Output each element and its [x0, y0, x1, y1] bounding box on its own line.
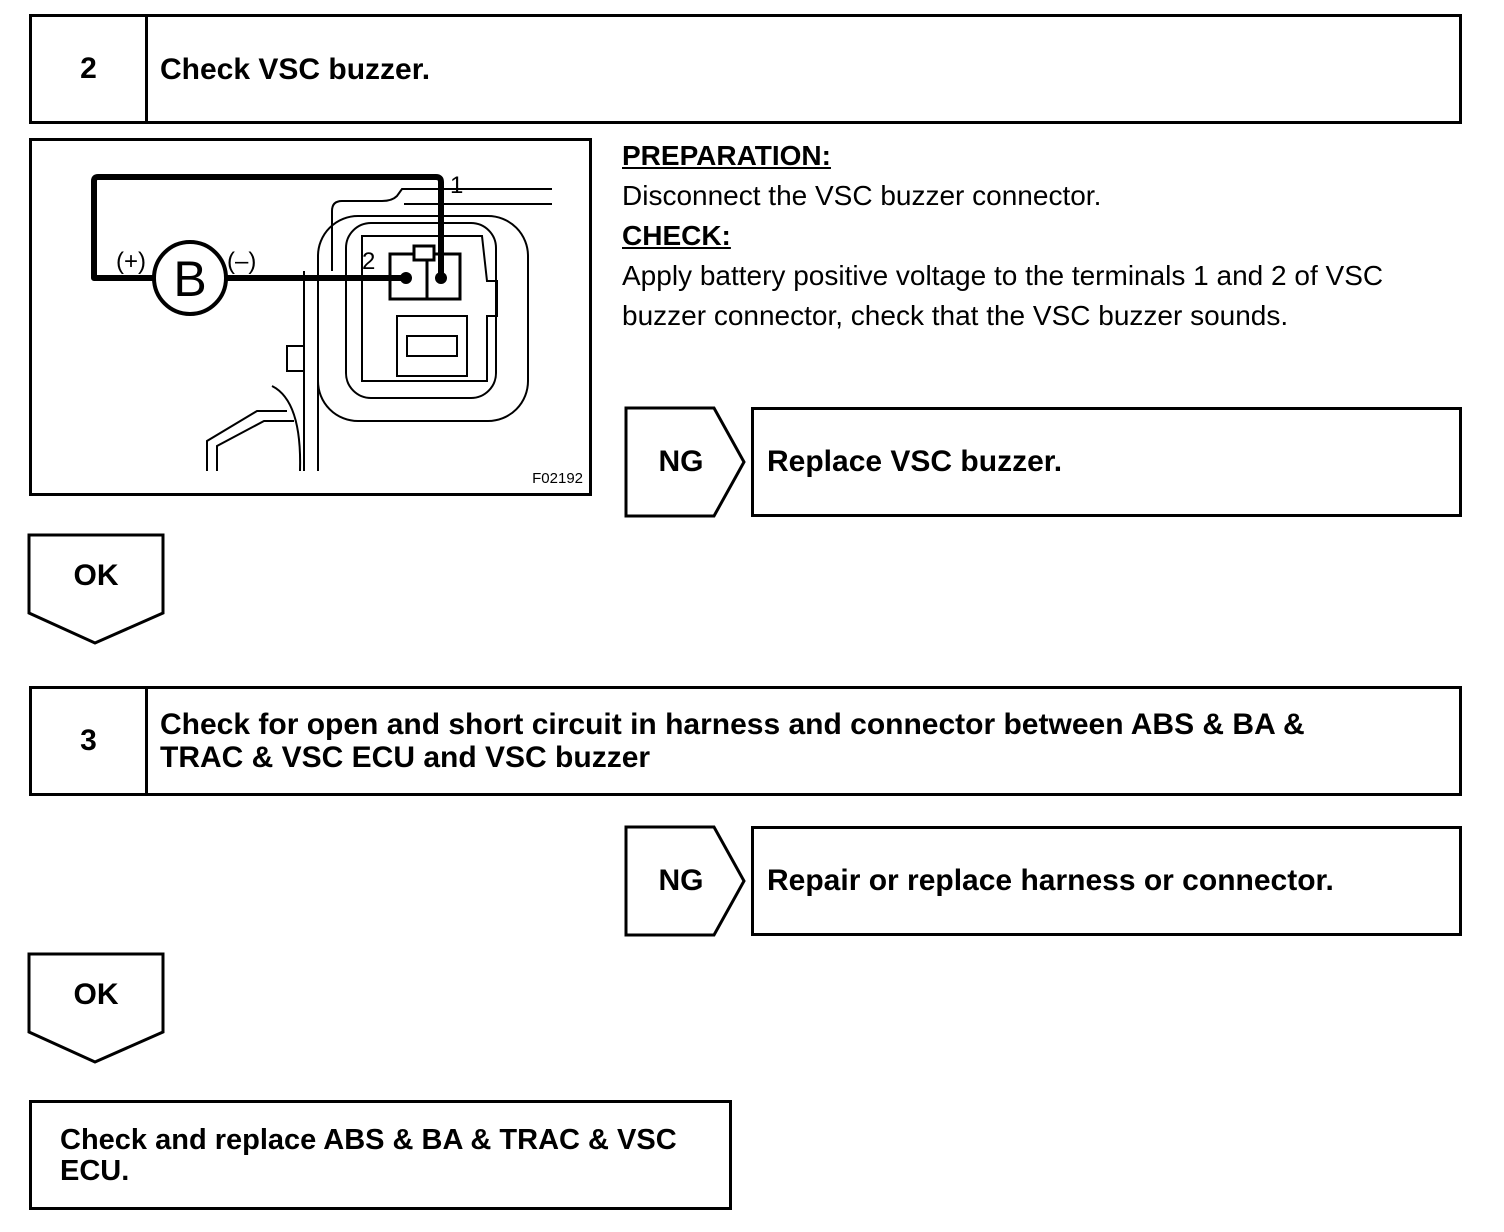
battery-label: B	[173, 251, 206, 307]
ng-action-1: Replace VSC buzzer.	[751, 407, 1462, 517]
ok-label-2: OK	[73, 978, 119, 1011]
step-title: Check for open and short circuit in harn…	[148, 689, 1459, 793]
step-title-line2: TRAC & VSC ECU and VSC buzzer	[160, 741, 651, 774]
step-title: Check VSC buzzer.	[160, 52, 431, 86]
step-2-header: 2 Check VSC buzzer.	[29, 14, 1462, 124]
check-text-line2: buzzer connector, check that the VSC buz…	[622, 300, 1289, 331]
plus-label: (+)	[116, 248, 146, 275]
terminal-1-label: 1	[450, 172, 463, 199]
preparation-heading: PREPARATION:	[622, 140, 831, 171]
ok-tag-2	[27, 952, 165, 1064]
ok-label-1: OK	[73, 559, 119, 592]
minus-label: (–)	[227, 248, 256, 275]
ok-tag-1	[27, 533, 165, 645]
check-text-line1: Apply battery positive voltage to the te…	[622, 260, 1384, 291]
final-action: Check and replace ABS & BA & TRAC & VSC …	[29, 1100, 732, 1210]
final-action-line1: Check and replace ABS & BA & TRAC & VSC	[60, 1124, 677, 1156]
ng-tag-1	[624, 406, 746, 518]
check-heading: CHECK:	[622, 220, 731, 251]
final-action-line2: ECU.	[60, 1155, 130, 1187]
instructions: PREPARATION: Disconnect the VSC buzzer c…	[622, 136, 1482, 336]
buzzer-connector-diagram: B (+) (–) 1 2	[91, 172, 552, 472]
step-title-line1: Check for open and short circuit in harn…	[160, 708, 1305, 741]
ng-label-2: NG	[658, 864, 704, 897]
terminal-2-label: 2	[362, 248, 375, 275]
step-number: 2	[32, 17, 148, 121]
figure-id: F02192	[532, 470, 583, 487]
step-3-header: 3 Check for open and short circuit in ha…	[29, 686, 1462, 796]
ng-action-2: Repair or replace harness or connector.	[751, 826, 1462, 936]
ng-label-1: NG	[658, 445, 704, 478]
ng-tag-2	[624, 825, 746, 937]
connector-figure: B (+) (–) 1 2 F02192	[29, 138, 592, 496]
step-number: 3	[32, 689, 148, 793]
preparation-text: Disconnect the VSC buzzer connector.	[622, 180, 1102, 211]
